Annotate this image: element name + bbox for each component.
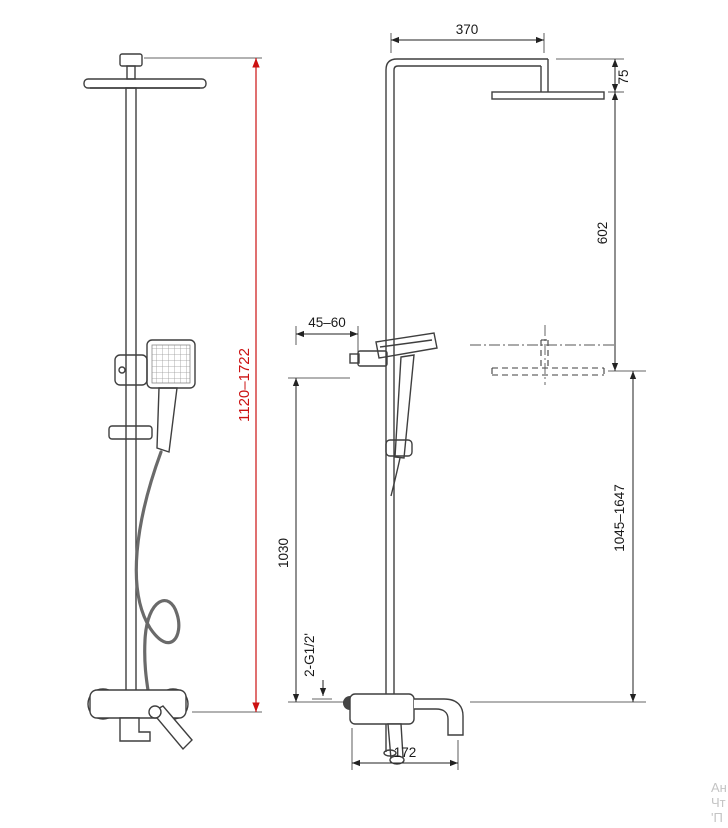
watermark-line-2: Чт — [711, 795, 726, 810]
thread-spec-label: 2-G1/2' — [302, 633, 317, 677]
top-fitting — [119, 53, 143, 67]
watermark: Ан Чт 'П — [711, 780, 727, 825]
head-stem — [126, 65, 136, 80]
riser-arm-outer — [385, 58, 548, 71]
hand-shower-handle-front — [156, 387, 178, 453]
dim-handle-height-label: 1030 — [276, 538, 291, 568]
mixer-side — [343, 693, 464, 765]
dim-spout-reach-label: 172 — [394, 745, 417, 760]
dimensions: 370 75 602 1045–1647 45–60 1030 2-G1/2' — [276, 22, 646, 770]
mixer-body-side — [349, 693, 415, 725]
hose-outlet-side — [383, 749, 397, 757]
riser-pipe-front — [125, 87, 137, 699]
watermark-line-1: Ан — [711, 780, 727, 795]
shelf-slider-front — [108, 425, 153, 440]
hand-shower-head-side — [375, 332, 438, 359]
mixer-body-front — [89, 689, 187, 719]
dim-column-range-label: 1045–1647 — [612, 484, 627, 552]
hand-shower-handle-side — [394, 354, 415, 459]
shower-hose — [134, 450, 181, 718]
dim-top-width-label: 370 — [456, 22, 479, 37]
dim-height-range-label: 1120–1722 — [236, 348, 253, 422]
front-view — [83, 53, 207, 751]
spout-front — [119, 717, 151, 742]
slider-bracket-front — [114, 354, 148, 386]
dim-wall-distance-label: 45–60 — [308, 315, 346, 330]
rain-head-lower-position — [470, 325, 615, 385]
side-view — [343, 58, 615, 765]
rain-head-side — [491, 91, 605, 100]
dim-head-drop-label: 602 — [595, 222, 610, 245]
hand-shower-side — [349, 332, 438, 497]
spout-side — [414, 698, 464, 736]
dim-height-range: 1120–1722 — [144, 57, 262, 713]
dim-head-offset-label: 75 — [616, 69, 631, 84]
watermark-line-3: 'П — [711, 810, 723, 825]
wall-bracket-side — [357, 350, 388, 367]
holder-ring-side — [385, 439, 413, 457]
rain-head-front — [83, 78, 207, 89]
